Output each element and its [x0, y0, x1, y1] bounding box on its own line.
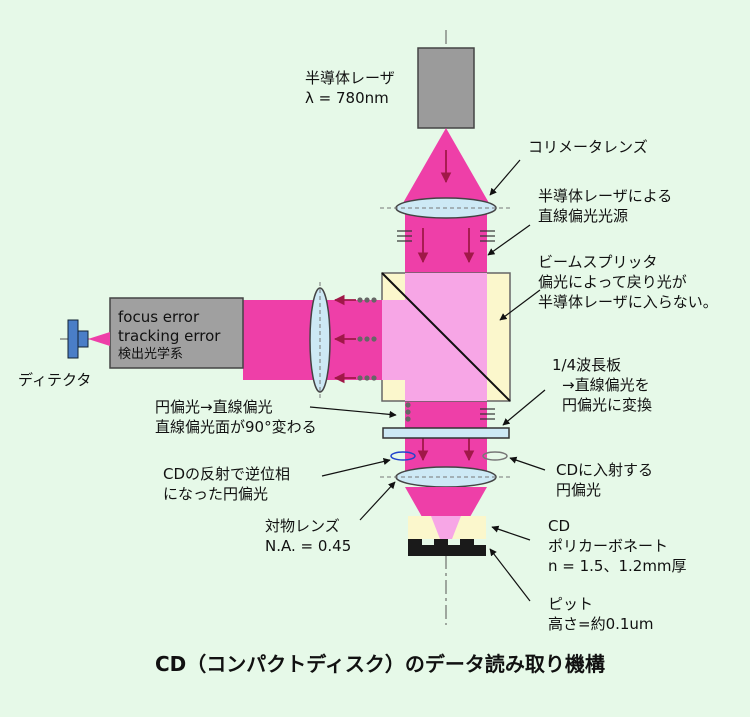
pit-label: ピット 高さ=約0.1um	[548, 594, 654, 634]
incident-label: CDに入射する 円偏光	[556, 460, 653, 500]
circular-polarization-symbols	[390, 451, 508, 461]
detector-label: ディテクタ	[18, 370, 91, 390]
beam-splitter-line3: 半導体レーザに入らない。	[538, 293, 718, 311]
objective-line1: 対物レンズ	[265, 517, 340, 535]
linear-polarization-marks	[397, 230, 495, 420]
quarter-wave-plate	[382, 427, 510, 439]
beam-in-cd	[431, 516, 461, 539]
detection-box-line2: tracking error	[118, 327, 221, 345]
circular-to-linear-line1: 円偏光→直線偏光	[155, 398, 273, 416]
leader-lines	[309, 159, 546, 602]
laser-label: 半導体レーザ λ = 780nm	[305, 68, 395, 108]
detector-text: ディテクタ	[18, 371, 92, 389]
laser-box	[417, 47, 475, 129]
objective-line2: N.A. = 0.45	[265, 537, 352, 555]
beam-splitter-line1: ビームスプリッタ	[538, 253, 658, 271]
splitter-diagonal	[381, 272, 511, 402]
detection-box-line1: focus error	[118, 308, 200, 326]
linear-source-label: 半導体レーザによる 直線偏光光源	[538, 186, 672, 226]
quarter-wave-line3: 円偏光に変換	[562, 396, 653, 414]
beam-splitter-label: ビームスプリッタ 偏光によって戻り光が 半導体レーザに入らない。	[538, 252, 718, 312]
cd-pit-surface	[408, 539, 486, 556]
detector-body	[67, 319, 79, 359]
detection-box-label: focus error tracking error 検出光学系	[118, 308, 220, 363]
laser-wavelength: λ = 780nm	[305, 89, 389, 107]
reflection-label: CDの反射で逆位相 になった円偏光	[163, 464, 290, 504]
beam-return-in-splitter	[382, 300, 405, 380]
cd-line2: ポリカーボネート	[548, 537, 669, 555]
pit-line2: 高さ=約0.1um	[548, 615, 654, 633]
cd-line1: CD	[548, 517, 571, 535]
circular-to-linear-label: 円偏光→直線偏光 直線偏光面が90°変わる	[155, 397, 317, 437]
beam-splitter-line2: 偏光によって戻り光が	[538, 273, 687, 291]
objective-label: 対物レンズ N.A. = 0.45	[265, 516, 351, 556]
reflection-line2: になった円偏光	[163, 485, 269, 503]
quarter-wave-label: 1/4波長板 →直線偏光を 円偏光に変換	[552, 355, 652, 415]
beam-focused	[405, 487, 487, 538]
quarter-wave-line2: →直線偏光を	[562, 376, 650, 394]
collimator-text: コリメータレンズ	[528, 138, 648, 156]
laser-name: 半導体レーザ	[305, 69, 395, 87]
detection-box-line3: 検出光学系	[118, 347, 184, 362]
cd-line3: n = 1.5、1.2mm厚	[548, 557, 687, 575]
page-title: CD（コンパクトディスク）のデータ読み取り機構	[155, 652, 605, 676]
incident-line1: CDに入射する	[556, 461, 654, 479]
linear-source-line2: 直線偏光光源	[538, 207, 629, 225]
detector-mount	[77, 330, 89, 348]
quarter-wave-line1: 1/4波長板	[552, 356, 622, 374]
reflection-line1: CDの反射で逆位相	[163, 465, 291, 483]
collimator-label: コリメータレンズ	[528, 137, 648, 157]
linear-source-line1: 半導体レーザによる	[538, 187, 673, 205]
cd-label: CD ポリカーボネート n = 1.5、1.2mm厚	[548, 516, 687, 576]
incident-line2: 円偏光	[556, 481, 602, 499]
pit-line1: ピット	[548, 595, 594, 613]
dot-polarization-marks	[357, 297, 411, 422]
detector-beam-cone	[88, 332, 110, 346]
circular-to-linear-line2: 直線偏光面が90°変わる	[155, 418, 317, 436]
